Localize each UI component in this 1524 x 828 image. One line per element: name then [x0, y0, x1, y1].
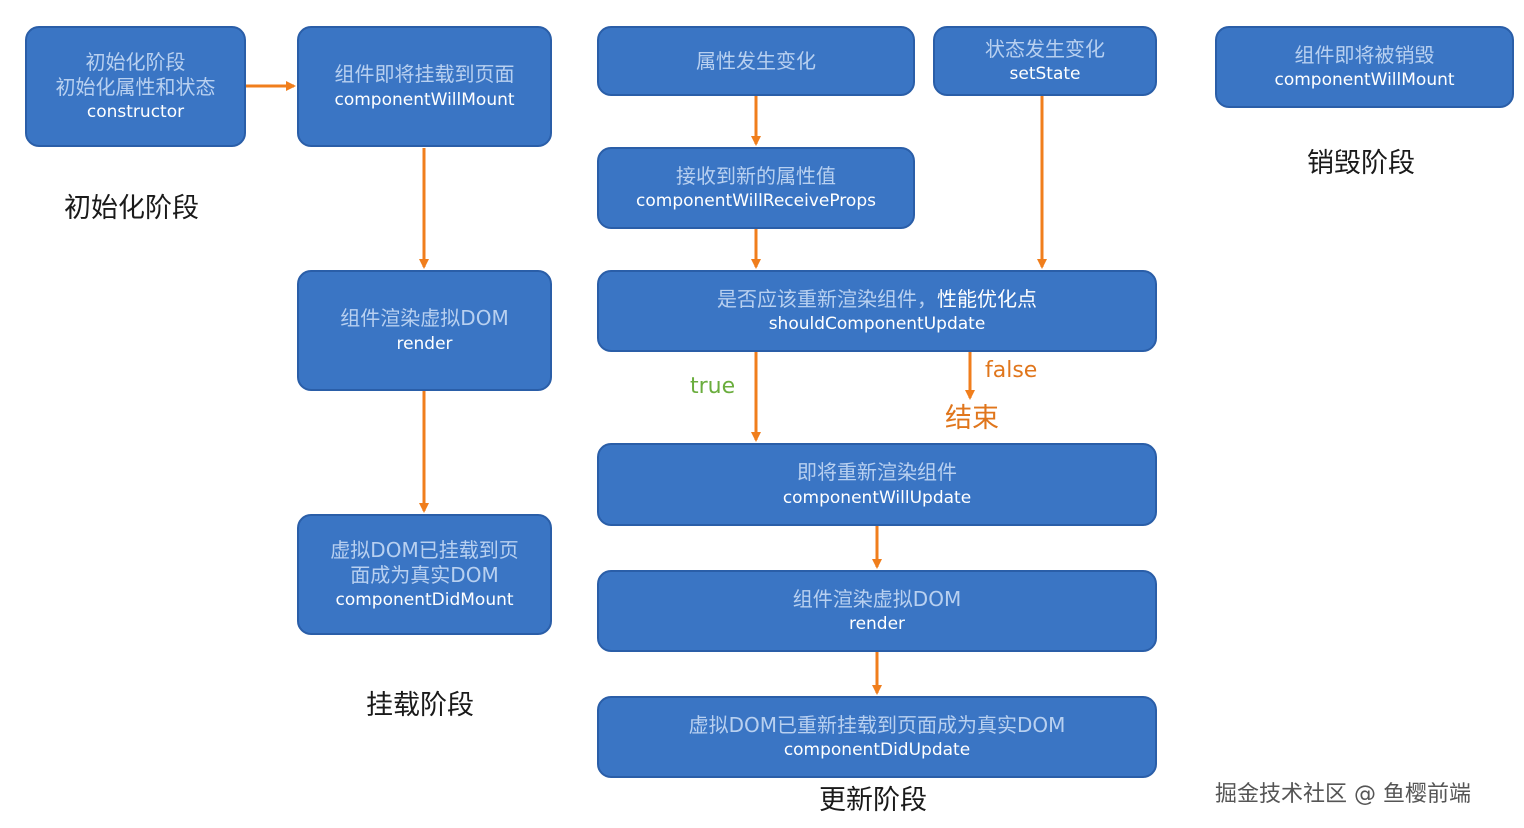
node-will-update-method: componentWillUpdate: [782, 487, 972, 508]
node-props-change-title: 属性发生变化: [696, 48, 816, 73]
node-constructor-method: constructor: [86, 102, 185, 123]
node-did-mount-method: componentDidMount: [335, 590, 514, 611]
node-update-render-method: render: [848, 614, 906, 635]
node-did-update-title: 虚拟DOM已重新挂载到页面成为真实DOM: [688, 712, 1066, 737]
branch-false-label: false: [985, 358, 1038, 383]
node-should-update-emphasis: 性能优化点: [937, 286, 1037, 311]
phase-label-unmount: 销毁阶段: [1307, 148, 1415, 179]
node-will-update-title: 即将重新渲染组件: [797, 460, 957, 485]
node-constructor-subtitle: 初始化属性和状态: [55, 74, 216, 99]
node-will-mount-title: 组件即将挂载到页面: [334, 62, 515, 87]
node-receive-props-method: componentWillReceiveProps: [636, 191, 876, 212]
node-should-update: 是否应该重新渲染组件，性能优化点 shouldComponentUpdate: [597, 270, 1157, 352]
node-mount-render-method: render: [396, 333, 453, 354]
node-did-mount-title: 虚拟DOM已挂载到页: [330, 538, 519, 563]
node-mount-render: 组件渲染虚拟DOM render: [297, 270, 552, 391]
node-will-mount-method: componentWillMount: [334, 89, 515, 110]
node-mount-render-title: 组件渲染虚拟DOM: [340, 306, 509, 331]
node-state-change-method: setState: [1009, 64, 1081, 85]
phase-label-init: 初始化阶段: [64, 193, 199, 224]
node-should-update-method: shouldComponentUpdate: [768, 314, 986, 335]
node-will-unmount-method: componentWillMount: [1274, 70, 1455, 91]
phase-label-mount: 挂载阶段: [366, 690, 474, 721]
branch-end-label: 结束: [945, 403, 999, 434]
node-props-change: 属性发生变化: [597, 26, 915, 96]
node-will-mount: 组件即将挂载到页面 componentWillMount: [297, 26, 552, 147]
watermark: 掘金技术社区 @ 鱼樱前端: [1215, 782, 1471, 807]
node-did-mount-subtitle: 面成为真实DOM: [350, 562, 499, 587]
node-constructor: 初始化阶段 初始化属性和状态 constructor: [25, 26, 246, 147]
node-receive-props-title: 接收到新的属性值: [676, 163, 836, 188]
branch-true-label: true: [690, 374, 736, 399]
node-did-update-method: componentDidUpdate: [783, 740, 971, 761]
node-should-update-title: 是否应该重新渲染组件，性能优化点: [717, 287, 1037, 311]
node-state-change-title: 状态发生变化: [985, 36, 1105, 61]
node-constructor-title: 初始化阶段: [85, 50, 186, 75]
phase-label-update: 更新阶段: [819, 785, 927, 816]
node-update-render-title: 组件渲染虚拟DOM: [792, 586, 962, 611]
node-did-update: 虚拟DOM已重新挂载到页面成为真实DOM componentDidUpdate: [597, 696, 1157, 778]
node-state-change: 状态发生变化 setState: [933, 26, 1157, 96]
node-will-update: 即将重新渲染组件 componentWillUpdate: [597, 443, 1157, 526]
node-should-update-question: 是否应该重新渲染组件，: [717, 286, 937, 311]
node-update-render: 组件渲染虚拟DOM render: [597, 570, 1157, 652]
node-receive-props: 接收到新的属性值 componentWillReceiveProps: [597, 147, 915, 229]
node-will-unmount-title: 组件即将被销毁: [1294, 42, 1435, 67]
node-will-unmount: 组件即将被销毁 componentWillMount: [1215, 26, 1514, 108]
node-did-mount: 虚拟DOM已挂载到页 面成为真实DOM componentDidMount: [297, 514, 552, 635]
